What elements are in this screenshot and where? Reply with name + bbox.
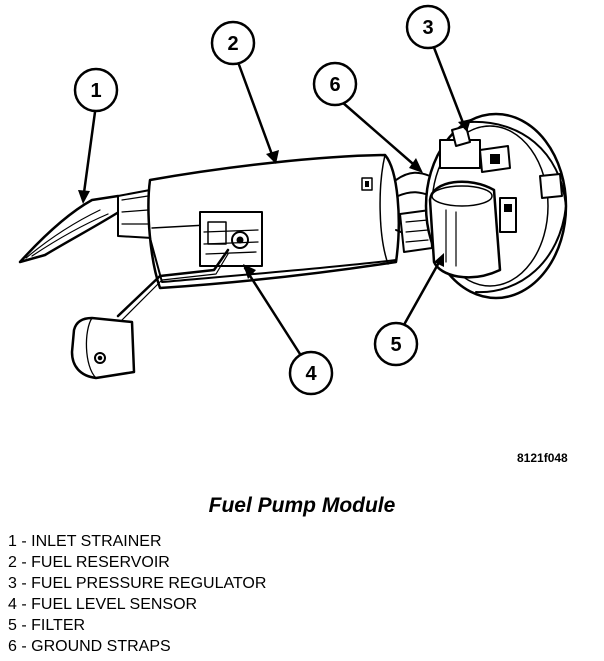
legend-item: 5 - FILTER — [8, 617, 86, 634]
callout-circles — [73, 4, 451, 396]
callout-6: 6 — [329, 74, 340, 96]
callout-4: 4 — [305, 363, 317, 385]
legend-item: 4 - FUEL LEVEL SENSOR — [8, 596, 198, 613]
legend-item: 6 - GROUND STRAPS — [8, 638, 171, 655]
callout-2: 2 — [227, 33, 238, 55]
module-flange-drawing — [424, 112, 568, 300]
legend-item: 3 - FUEL PRESSURE REGULATOR — [8, 575, 267, 592]
legend-list: 1 - INLET STRAINER 2 - FUEL RESERVOIR 3 … — [8, 531, 266, 657]
leader-arrowheads — [78, 119, 471, 279]
figure-id: 8121f048 — [517, 451, 568, 465]
fuel-pump-module-illustration: 1 2 3 6 4 5 — [18, 4, 568, 396]
leader-lines — [81, 43, 467, 356]
fuel-level-float-drawing — [70, 248, 230, 380]
callout-1: 1 — [90, 80, 101, 102]
ground-straps-drawing — [395, 171, 433, 253]
fuel-reservoir-drawing — [147, 153, 400, 290]
legend-item: 2 - FUEL RESERVOIR — [8, 554, 170, 571]
figure-caption: Fuel Pump Module — [208, 494, 396, 517]
legend-item: 1 - INLET STRAINER — [8, 533, 162, 550]
callout-3: 3 — [422, 17, 433, 39]
inlet-strainer-drawing — [18, 189, 153, 264]
callout-5: 5 — [390, 334, 401, 356]
